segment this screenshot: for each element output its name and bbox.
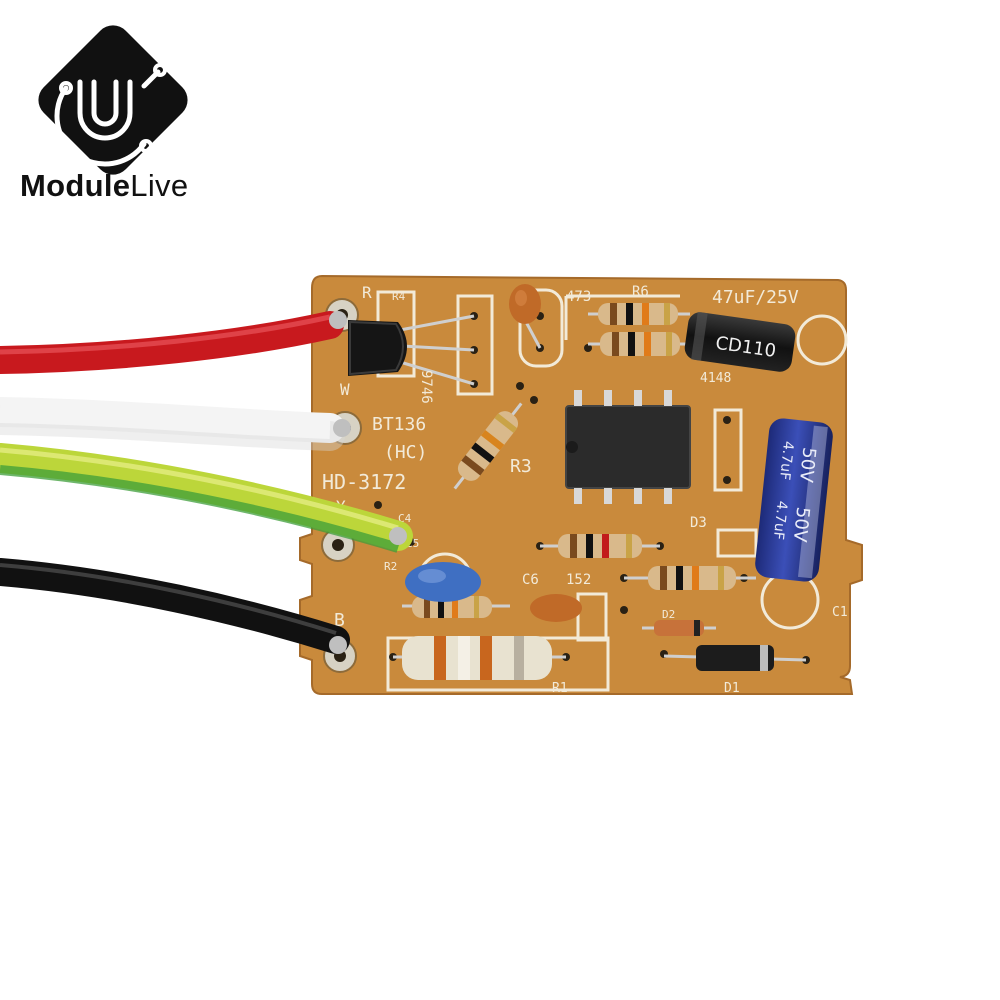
wire-black	[0, 558, 350, 654]
wire-solder-joints	[329, 311, 407, 654]
ref-r3: R3	[510, 456, 532, 477]
ceramic-capacitor-473	[509, 284, 542, 349]
ic-chip	[565, 390, 691, 504]
resistor-secondary	[588, 332, 690, 356]
pad-label-b: B	[334, 610, 345, 631]
ref-152: 152	[566, 572, 591, 588]
brand-wordmark: ModuleLive	[20, 168, 188, 204]
capacitor-blue: 50V 4.7uF 50V 4.7uF	[755, 418, 833, 582]
cap-blue-rating-2: 50V	[789, 506, 814, 544]
ref-473: 473	[566, 289, 591, 305]
ref-d3: D3	[690, 515, 707, 531]
resistor-r6	[588, 303, 690, 325]
ref-c1: C1	[832, 605, 848, 620]
ceramic-capacitor-152	[530, 594, 582, 622]
pad-label-w: W	[340, 380, 350, 399]
pad-label-r: R	[362, 283, 372, 302]
cap-top-rating-label: 47uF/25V	[712, 287, 799, 308]
cap-blue-rating: 50V	[795, 446, 820, 484]
resistor-r1-power	[393, 636, 566, 680]
brand-name-bold: Module	[20, 168, 131, 203]
triac-component: 9746	[348, 314, 475, 404]
diode-d2	[642, 620, 716, 636]
ref-r6: R6	[632, 284, 649, 300]
resistor-mid	[540, 534, 660, 558]
ref-d1: D1	[724, 681, 740, 696]
ref-c6: C6	[522, 572, 539, 588]
diode-d1	[663, 645, 807, 671]
wire-yellow-green	[0, 443, 413, 553]
modulelive-logo-icon	[38, 25, 188, 175]
resistor-r3	[453, 402, 523, 490]
ref-r1: R1	[552, 681, 568, 696]
diode-label: 4148	[700, 371, 731, 386]
capacitor-black: CD110	[684, 311, 796, 372]
silkscreen-text: R W Y B BT136 (HC) HD-3172 47uF/25V 473 …	[322, 283, 848, 696]
cap-blue-value-2: 4.7uF	[770, 500, 790, 541]
triac-variant-label: (HC)	[384, 442, 427, 463]
ref-r4: R4	[392, 290, 406, 303]
ic-label: 9746	[418, 370, 434, 404]
ceramic-capacitor-blue	[405, 562, 481, 602]
board-model-label: HD-3172	[322, 470, 406, 494]
resistor-lower	[624, 566, 756, 590]
ref-d2: D2	[662, 608, 675, 621]
resistor-small-left	[402, 596, 510, 618]
triac-label: BT136	[372, 414, 426, 435]
ref-r2: R2	[384, 560, 397, 573]
brand-name-light: Live	[130, 168, 189, 203]
wire-white	[0, 397, 345, 451]
wire-red	[0, 311, 344, 374]
cap-blue-value: 4.7uF	[776, 440, 796, 481]
